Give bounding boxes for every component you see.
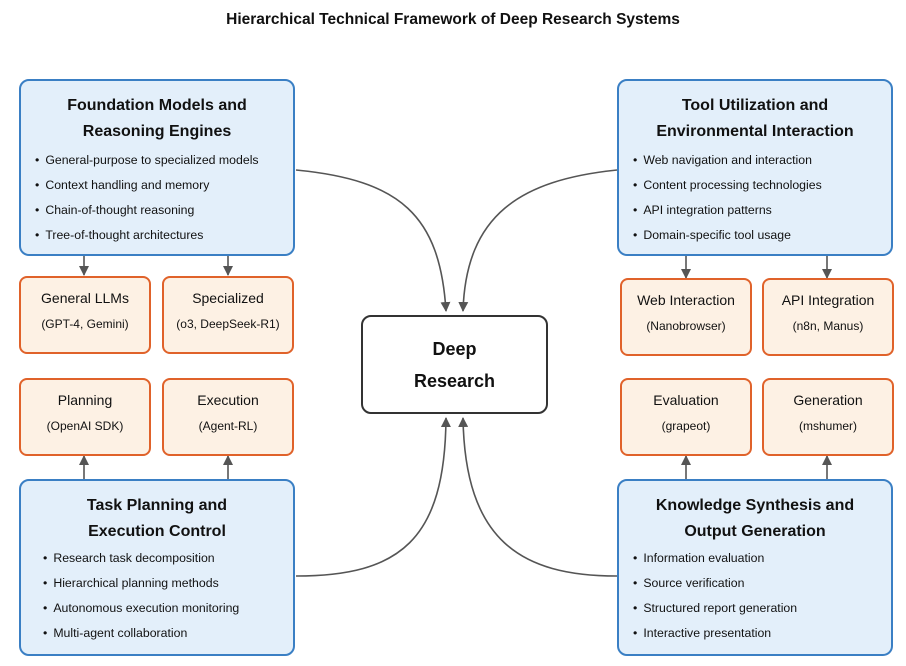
list-item: API integration patterns [633,201,883,226]
list-item: Structured report generation [633,599,883,624]
sub-box-detail: (GPT-4, Gemini) [41,317,129,331]
sub-box-label: Generation [793,392,863,408]
list-item: Hierarchical planning methods [43,574,285,599]
sub-box-web-interaction: Web Interaction (Nanobrowser) [620,278,752,356]
list-item: Chain-of-thought reasoning [35,201,285,226]
sub-box-general-llms: General LLMs (GPT-4, Gemini) [19,276,151,354]
box-title-line1: Task Planning and [86,497,228,514]
list-item: Tree-of-thought architectures [35,226,285,251]
sub-box-label: Execution [197,392,259,408]
box-title-line2: Environmental Interaction [656,123,854,140]
sub-box-detail: (mshumer) [798,419,857,433]
box-title-line1: Knowledge Synthesis and [655,497,855,514]
box-title-line2: Reasoning Engines [82,123,232,140]
center-label-line1: Deep [432,339,477,359]
box-title-line1: Tool Utilization and [681,97,829,114]
sub-box-label: Specialized [192,290,264,306]
bullet-list: Web navigation and interaction Content p… [633,151,883,251]
sub-box-evaluation: Evaluation (grapeot) [620,378,752,456]
list-item: Domain-specific tool usage [633,226,883,251]
sub-box-execution: Execution (Agent-RL) [162,378,294,456]
task-planning-box: Task Planning and Execution Control Rese… [19,479,295,656]
sub-box-label: Web Interaction [637,292,735,308]
sub-box-detail: (n8n, Manus) [792,319,864,333]
box-title-line2: Execution Control [88,523,226,540]
list-item: Content processing technologies [633,176,883,201]
sub-box-generation: Generation (mshumer) [762,378,894,456]
knowledge-synthesis-box: Knowledge Synthesis and Output Generatio… [617,479,893,656]
list-item: Autonomous execution monitoring [43,599,285,624]
list-item: Context handling and memory [35,176,285,201]
list-item: General-purpose to specialized models [35,151,285,176]
sub-box-detail: (o3, DeepSeek-R1) [176,317,280,331]
diagram-title: Hierarchical Technical Framework of Deep… [226,11,680,28]
list-item: Research task decomposition [43,549,285,574]
sub-box-detail: (Nanobrowser) [646,319,726,333]
sub-box-label: Evaluation [653,392,719,408]
list-item: Web navigation and interaction [633,151,883,176]
list-item: Information evaluation [633,549,883,574]
bullet-list: General-purpose to specialized models Co… [35,151,285,251]
sub-box-label: Planning [57,392,113,408]
sub-box-detail: (grapeot) [661,419,711,433]
list-item: Source verification [633,574,883,599]
curve-bottom-left-to-center [295,417,451,577]
curve-bottom-right-to-center [458,417,618,577]
deep-research-center-box: Deep Research [361,315,548,414]
curve-top-left-to-center [295,169,451,312]
sub-box-specialized: Specialized (o3, DeepSeek-R1) [162,276,294,354]
list-item: Interactive presentation [633,624,883,649]
box-title-line2: Output Generation [684,523,826,540]
center-label-line2: Research [413,371,496,391]
sub-box-label: General LLMs [41,290,129,306]
bullet-list: Information evaluation Source verificati… [633,549,883,649]
list-item: Multi-agent collaboration [43,624,285,649]
bullet-list: Research task decomposition Hierarchical… [43,549,285,649]
tool-utilization-box: Tool Utilization and Environmental Inter… [617,79,893,256]
foundation-models-box: Foundation Models and Reasoning Engines … [19,79,295,256]
sub-box-detail: (Agent-RL) [198,419,258,433]
box-title-line1: Foundation Models and [67,97,247,114]
curve-top-right-to-center [458,169,618,312]
sub-box-detail: (OpenAI SDK) [46,419,124,433]
sub-box-api-integration: API Integration (n8n, Manus) [762,278,894,356]
sub-box-planning: Planning (OpenAI SDK) [19,378,151,456]
sub-box-label: API Integration [781,292,875,308]
